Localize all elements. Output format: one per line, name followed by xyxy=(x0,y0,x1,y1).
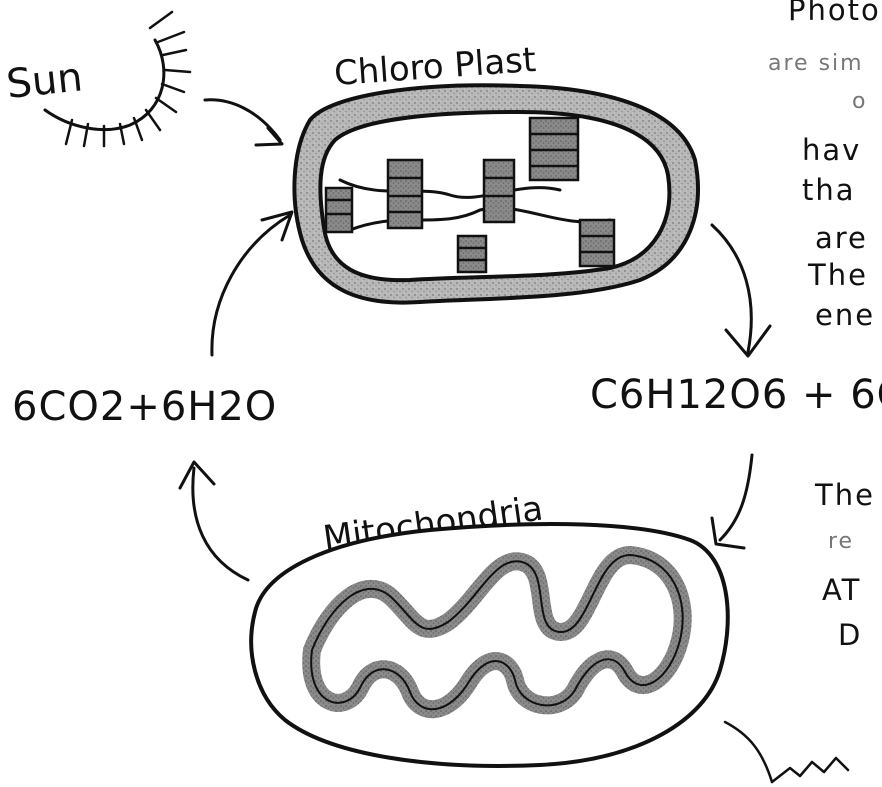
photosynthesis-notes: Photo are sim o hav tha are The ene xyxy=(768,0,881,332)
respiration-notes: The re AT D xyxy=(814,478,875,652)
note-line: o xyxy=(852,89,867,114)
products-formula: C6H12O6 + 6O xyxy=(590,372,882,418)
note-line: D xyxy=(838,618,862,652)
note-line: Photo xyxy=(788,0,881,27)
arrow-icon xyxy=(725,722,848,782)
arrow-icon xyxy=(212,212,292,355)
arrow-icon xyxy=(180,462,248,580)
chloroplast-drawing xyxy=(294,85,697,302)
mitochondria-drawing xyxy=(251,524,728,766)
note-line: AT xyxy=(822,573,861,607)
note-line: tha xyxy=(802,173,856,207)
reactants-formula: 6CO2+6H2O xyxy=(12,384,277,430)
sun-label: Sun xyxy=(4,54,84,108)
arrow-icon xyxy=(712,455,752,548)
note-line: ene xyxy=(815,298,875,332)
arrow-icon xyxy=(205,100,282,145)
note-line: hav xyxy=(802,133,861,167)
note-line: are sim xyxy=(768,51,864,76)
note-line: The xyxy=(807,258,868,292)
note-line: The xyxy=(814,478,875,512)
note-line: are xyxy=(815,221,868,255)
note-line: re xyxy=(828,529,854,554)
arrow-icon xyxy=(712,225,770,356)
